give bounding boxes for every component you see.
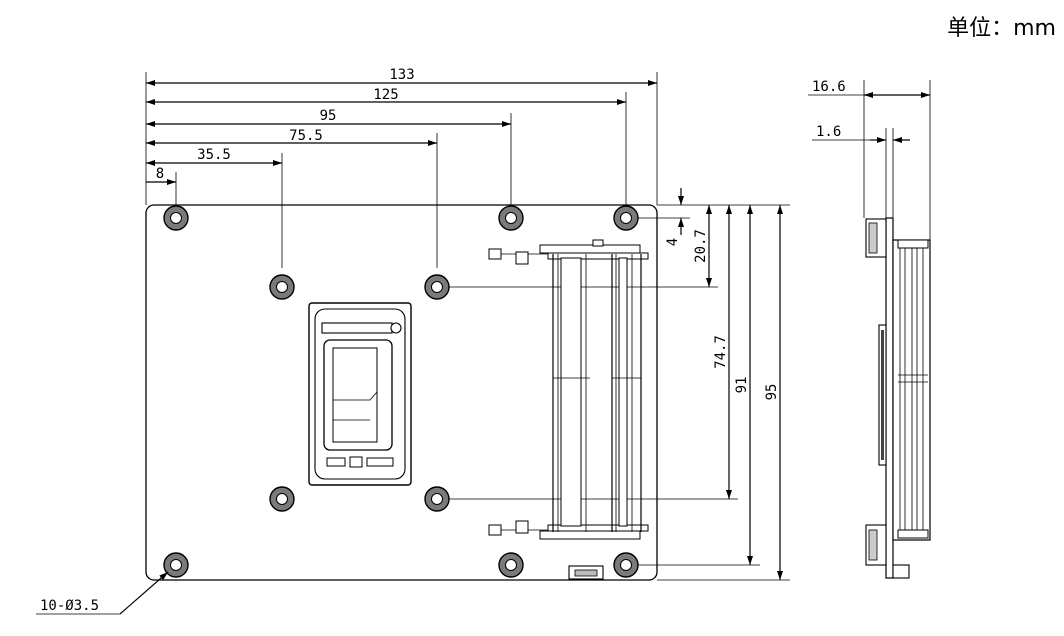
dim-125-label: 125 [373, 87, 398, 103]
mounting-hole [163, 205, 189, 231]
hole-callout: 10-Ø3.5 [36, 571, 169, 615]
dim-95-label: 95 [320, 108, 337, 124]
mounting-hole [424, 486, 450, 512]
dim-16-6-label: 16.6 [812, 79, 846, 95]
extension-lines-top [145, 72, 658, 268]
dimension-74-7: 74.7 [713, 205, 732, 499]
dim-4-label: 4 [665, 238, 681, 246]
dim-75-5-label: 75.5 [289, 128, 323, 144]
dimension-4: 4 [665, 188, 684, 246]
dimension-91: 91 [734, 205, 753, 565]
mounting-hole [498, 205, 524, 231]
memory-socket [488, 239, 649, 540]
dim-8-label: 8 [156, 166, 164, 182]
mounting-hole [613, 205, 639, 231]
dim-91-label: 91 [734, 377, 750, 394]
hole-callout-label: 10-Ø3.5 [40, 598, 99, 614]
mounting-hole [498, 552, 524, 578]
dimension-20-7: 20.7 [693, 205, 712, 287]
dim-20-7-label: 20.7 [693, 229, 709, 263]
mounting-hole [163, 552, 189, 578]
dim-35-5-label: 35.5 [197, 147, 231, 163]
unit-label: 单位：mm [947, 16, 1056, 41]
mounting-hole [424, 274, 450, 300]
dimension-133: 133 [146, 67, 657, 86]
dimension-35-5: 35.5 [146, 147, 282, 166]
mounting-hole [613, 552, 639, 578]
side-view: 16.6 1.6 [808, 79, 931, 579]
dimension-125: 125 [146, 87, 626, 105]
mounting-hole [269, 274, 295, 300]
processor-package [308, 302, 412, 486]
dim-95v-label: 95 [764, 384, 780, 401]
bottom-connector [568, 565, 604, 580]
dim-1-6-label: 1.6 [816, 124, 841, 140]
dimension-95-vertical: 95 [764, 205, 783, 580]
mounting-holes [163, 205, 639, 578]
dimension-75-5: 75.5 [146, 128, 437, 146]
mounting-hole [269, 486, 295, 512]
dim-133-label: 133 [389, 67, 414, 83]
dimension-95: 95 [146, 108, 511, 127]
dimension-8: 8 [146, 166, 176, 185]
dim-74-7-label: 74.7 [713, 335, 729, 369]
